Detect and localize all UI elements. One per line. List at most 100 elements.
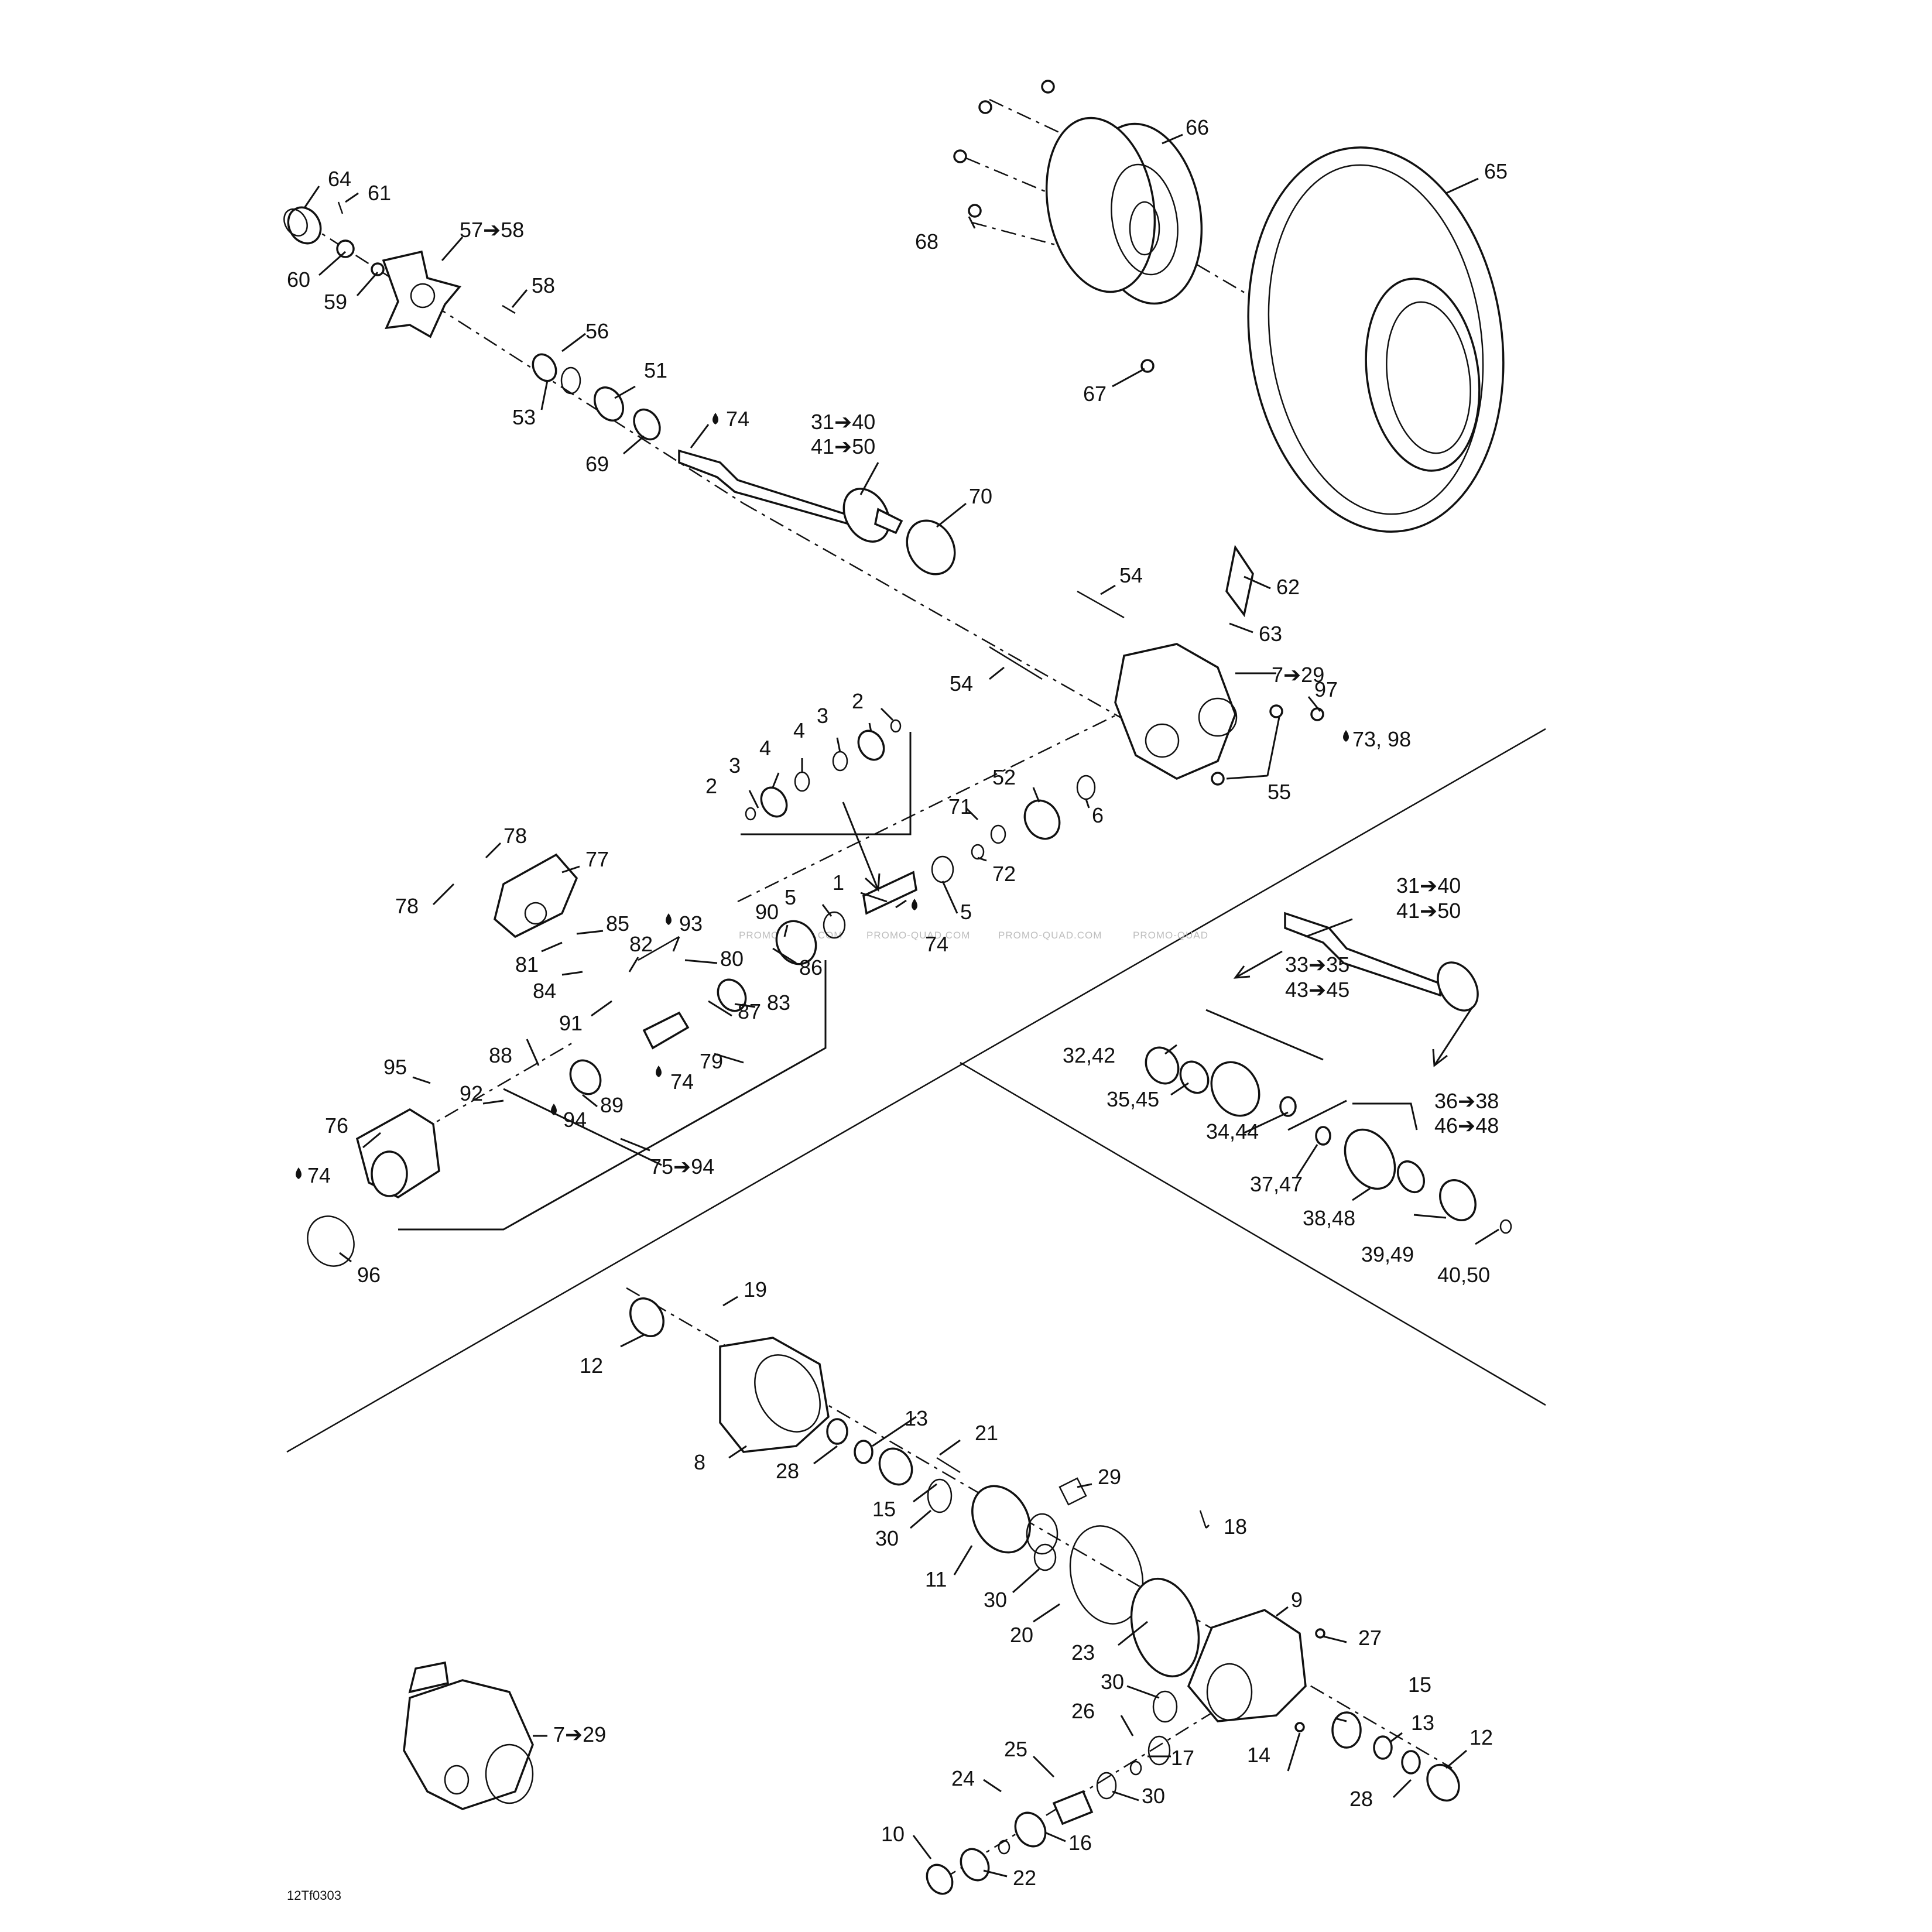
callout-83: 83 [767,991,790,1015]
ring-gear-carrier [971,1477,1207,1678]
callout-63: 63 [1259,622,1282,646]
callout-13-b: 13 [1411,1711,1434,1735]
figure-code: 12Tf0303 [287,1888,341,1903]
callout-29: 29 [1098,1465,1121,1489]
callout-85: 85 [606,912,629,936]
callout-94: 94 [563,1108,587,1132]
callout-2-b: 2 [852,689,864,713]
callout-10: 10 [881,1822,905,1846]
callout-73-98: 73, 98 [1352,727,1411,751]
callout-82: 82 [629,932,653,956]
callout-21: 21 [975,1421,998,1445]
callout-71: 71 [948,794,972,818]
callout-67: 67 [1083,382,1107,406]
cv-arrows [842,801,1474,1067]
bearing-stack [532,353,661,441]
callout-39-49: 39,49 [1361,1242,1414,1266]
callout-19: 19 [744,1277,767,1301]
callout-53: 53 [512,405,536,429]
callout-46-48: 46➔48 [1434,1114,1499,1138]
callout-79: 79 [700,1049,723,1073]
callout-70: 70 [969,484,992,508]
oil-drop-icon [912,899,917,910]
cv-axle-detail [1145,912,1512,1234]
callout-27: 27 [1358,1626,1382,1650]
callout-35-45: 35,45 [1107,1087,1159,1111]
hub-cap [283,206,322,245]
callout-90: 90 [755,900,779,924]
callout-12-b: 12 [1469,1725,1493,1749]
long-bolts [989,590,1324,786]
callout-7-29-b: 7➔29 [553,1722,606,1746]
leader-lines [303,133,1499,1878]
callout-26: 26 [1071,1699,1095,1723]
hub-hardware [336,201,516,314]
callout-59: 59 [324,290,347,314]
callout-69: 69 [585,452,609,476]
callout-4-a: 4 [759,736,771,760]
callout-51: 51 [644,358,667,382]
callout-97: 97 [1314,677,1338,701]
callout-30-d: 30 [1142,1784,1165,1808]
callout-87: 87 [738,999,761,1023]
callout-28-b: 28 [1349,1787,1373,1811]
callout-4-b: 4 [793,718,805,742]
callout-24: 24 [951,1766,975,1790]
callout-54-a: 54 [1119,563,1143,587]
callout-1: 1 [833,871,844,895]
differential-assembled-view [403,1661,534,1810]
group-brackets [398,732,1418,1231]
drive-shaft-upper [678,449,956,576]
callout-96: 96 [357,1263,381,1287]
oil-drop-icon [296,1167,302,1179]
callout-57-58: 57➔58 [460,218,524,242]
callout-60: 60 [287,268,310,292]
callout-20: 20 [1010,1623,1033,1647]
callout-68: 68 [915,229,938,254]
callout-2-a: 2 [705,774,717,798]
callout-78-a: 78 [503,824,527,848]
callout-3-a: 3 [729,753,741,777]
callout-3-b: 3 [817,704,828,728]
callout-75-94: 75➔94 [650,1155,714,1179]
callout-64: 64 [328,167,351,191]
callout-25: 25 [1004,1737,1027,1761]
callout-91: 91 [559,1011,583,1035]
callout-15-b: 15 [1408,1673,1431,1697]
callout-14: 14 [1247,1743,1270,1767]
oil-drop-icon [666,913,672,925]
callout-66: 66 [1186,115,1209,139]
pinion-group [926,1735,1171,1895]
callout-labels: 64 61 60 59 57➔58 58 56 53 51 69 74 31➔4… [287,115,1508,1890]
callout-58: 58 [532,273,555,297]
callout-62: 62 [1276,575,1300,599]
callout-74-c: 74 [670,1070,694,1094]
callout-88: 88 [489,1043,512,1067]
lubricant-drop-icons [296,413,1349,1179]
hub [382,250,462,338]
oil-drop-icon [712,413,718,424]
callout-37-47: 37,47 [1250,1172,1303,1196]
callout-74-b: 74 [925,932,948,956]
callout-30-c: 30 [1101,1670,1124,1694]
callout-6: 6 [1092,803,1104,827]
callout-28-a: 28 [776,1459,799,1483]
callout-31-40-a: 31➔40 [811,410,875,434]
callout-74-d: 74 [307,1163,331,1187]
callout-92: 92 [460,1081,483,1105]
callout-84: 84 [533,979,556,1003]
watermark-3: PROMO-QUAD.COM [998,930,1102,941]
callout-16: 16 [1068,1831,1092,1855]
callout-36-38: 36➔38 [1434,1089,1499,1113]
callout-80: 80 [720,947,744,971]
diff-cover [629,1297,961,1513]
callout-18: 18 [1224,1515,1247,1539]
callout-38-48: 38,48 [1303,1206,1355,1230]
callout-5-b: 5 [960,900,972,924]
differential-housing-upper [1114,544,1254,780]
callout-76: 76 [325,1114,348,1138]
callout-34-44: 34,44 [1206,1119,1259,1143]
callout-22: 22 [1013,1866,1036,1890]
callout-54-b: 54 [950,672,973,696]
